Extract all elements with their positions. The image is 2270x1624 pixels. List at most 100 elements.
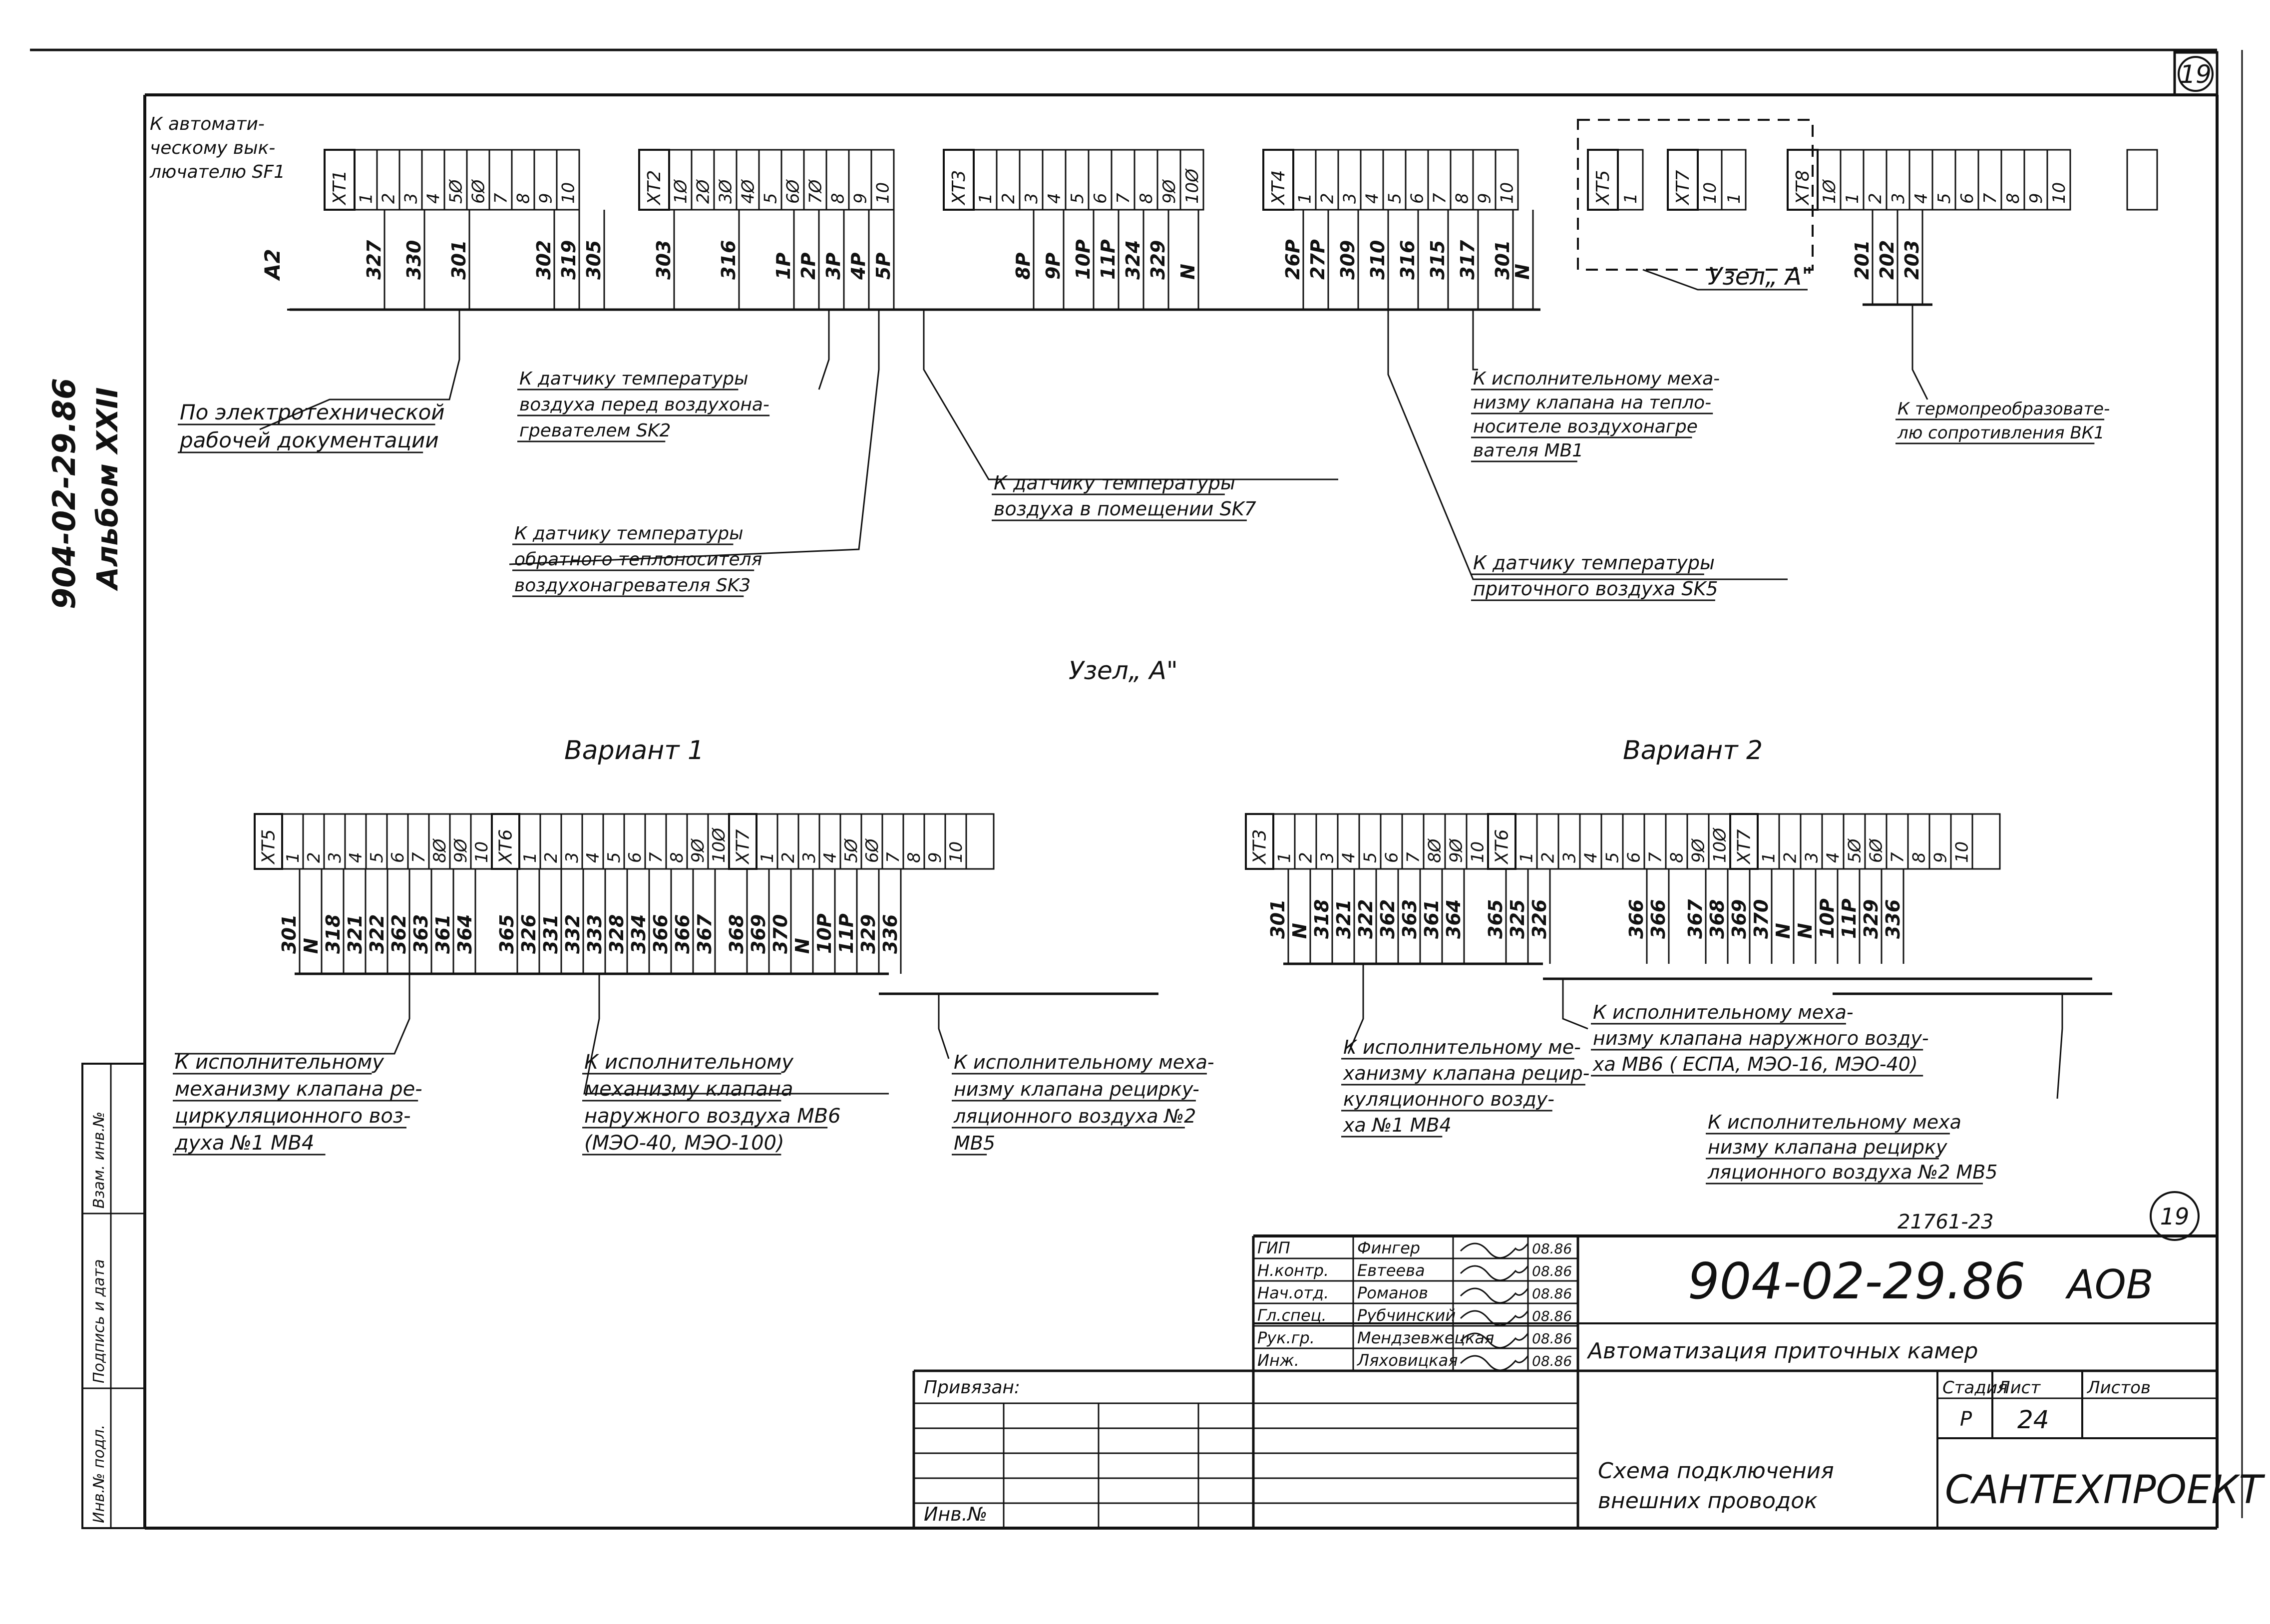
xt7-terminal-label: 10 xyxy=(1700,182,1720,204)
v1-wire-label: 301 xyxy=(278,914,300,954)
v2-wire-label: 362 xyxy=(1377,899,1399,939)
top-wires-a-wire-label: 305 xyxy=(583,240,605,280)
signature-scribble xyxy=(1460,1332,1529,1349)
archive-number: 21761-23 xyxy=(1897,1211,1994,1233)
v2-xt3-terminal-label: 3 xyxy=(1318,852,1338,863)
xt8-terminal-label: 1Ø xyxy=(1820,179,1840,204)
xt4-terminal-label: 9 xyxy=(1475,193,1495,204)
v1-wire-label: 10P xyxy=(813,913,835,954)
v1-xt5-terminal-label: 3 xyxy=(325,852,345,863)
top-wires-a-wire-label: 301 xyxy=(448,240,470,280)
v1-xt7-terminal-label: 10 xyxy=(946,841,966,863)
v2-wire-label: 325 xyxy=(1507,899,1528,939)
v1-wire-label: 11P xyxy=(835,913,857,954)
leader-sk7 xyxy=(923,310,1338,480)
v1-wire-label: N xyxy=(791,938,813,954)
xt2-terminal-label: 9 xyxy=(851,193,871,204)
top-wires-a-wire-label: 2P xyxy=(797,253,819,280)
v2-xt3-terminal-label: 9Ø xyxy=(1447,838,1467,863)
v2-xt7-terminal-label: 10 xyxy=(1952,841,1972,863)
top-wires-a-wire-label: 316 xyxy=(718,240,740,280)
v1-wire-label: 368 xyxy=(726,914,748,954)
v2-label-mb5-line: низму клапана рециркy xyxy=(1708,1136,1947,1158)
margin-stamp-label: Взам. инв.№ xyxy=(90,1112,108,1209)
v2-wire-label: 329 xyxy=(1860,899,1882,939)
top-wire-label: N xyxy=(1177,264,1199,280)
sheet-frame: 19 xyxy=(30,48,2243,1530)
v1-wire-label: 367 xyxy=(694,914,716,954)
v2-wire-label: 318 xyxy=(1311,899,1333,939)
xt5-terminal-label: 1 xyxy=(1621,193,1641,204)
xt5-id: XT5 xyxy=(1593,170,1613,206)
v2-wire-label: N xyxy=(1772,923,1794,939)
top-wire-label: 26P xyxy=(1282,239,1304,280)
signature-date: 08.86 xyxy=(1532,1308,1572,1324)
label-sk3-line: обратного теплоносителя xyxy=(514,549,762,570)
v2-wire-label: 326 xyxy=(1528,899,1550,939)
xt3-id: XT3 xyxy=(949,170,969,206)
v1-xt7-terminal-label: 4 xyxy=(820,852,840,863)
top-wire-label: 317 xyxy=(1457,240,1479,280)
signature-name: Романов xyxy=(1357,1283,1428,1302)
v1-label-mb4-line: механизму клапана ре- xyxy=(175,1078,422,1101)
v2-end-cell xyxy=(1971,813,2001,870)
v2-wire-label: 301 xyxy=(1267,899,1289,939)
v1-wire-label: 321 xyxy=(344,914,366,954)
v1-wire-label: 363 xyxy=(410,914,432,954)
top-wire-label: 8P xyxy=(1012,253,1034,280)
v2-xt3-terminal-label: 5 xyxy=(1361,852,1381,863)
v2-wire-label: 365 xyxy=(1485,899,1507,939)
top-wires-a-wire-label: 5P xyxy=(872,253,894,280)
v1-wire-label: 369 xyxy=(748,914,769,954)
signature-scribble xyxy=(1460,1265,1529,1281)
v1-label-mb4-line: циркуляционного воз- xyxy=(175,1105,411,1128)
xt1-terminal-label: 1 xyxy=(357,193,377,204)
v1-xt5-terminal-label: 10 xyxy=(472,841,492,863)
xt3-terminal-label: 3 xyxy=(1022,193,1042,204)
xt2-terminal-label: 7Ø xyxy=(806,179,826,204)
signature-name: Мендзевжецкая xyxy=(1357,1328,1494,1347)
v1-xt6-terminal-label: 9Ø xyxy=(688,838,708,863)
top-wires-a-wire-label: 327 xyxy=(363,240,385,280)
xt2-terminal-label: 5 xyxy=(761,193,781,204)
xt3-terminal-label: 8 xyxy=(1136,193,1156,204)
xt8-terminal-label: 8 xyxy=(2003,193,2023,204)
v2-wire-label: 11P xyxy=(1838,898,1860,939)
label-sk7-line: воздуха в помещении SK7 xyxy=(994,498,1256,520)
xt2-terminal-label: 6Ø xyxy=(783,179,803,204)
leader-sk3 xyxy=(509,310,880,565)
v2-label-mb6-line: К исполнительному меха- xyxy=(1593,1001,1854,1023)
v2-xt3-terminal-label: 10 xyxy=(1468,841,1488,863)
margin-stamp-label: Подпись и дата xyxy=(90,1259,108,1384)
v1-xt7-terminal-label: 8 xyxy=(904,852,924,863)
v2-xt3-terminal-label: 7 xyxy=(1404,852,1424,863)
leader-electro xyxy=(259,310,460,430)
v1-label-mb5-line: К исполнительному меха- xyxy=(954,1051,1214,1073)
xt8-terminal-label: 2 xyxy=(1866,193,1886,204)
v1-wire-label: 332 xyxy=(562,914,584,954)
v1-xt5-terminal-label: 9Ø xyxy=(451,838,471,863)
v1-label-mb6-line: механизму клапана xyxy=(584,1078,793,1101)
v1-xt7-terminal-label: 2 xyxy=(778,852,798,863)
leader-sk2 xyxy=(818,310,830,390)
xt2-terminal-label: 8 xyxy=(828,193,848,204)
v2-xt6-terminal-label: 5 xyxy=(1603,852,1623,863)
margin-doc-number: 904-02-29.86 xyxy=(46,378,82,609)
label-sk5-line: К датчику температуры xyxy=(1473,552,1715,574)
v2-xt3-terminal-label: 4 xyxy=(1339,852,1359,863)
top-wire-label: 329 xyxy=(1147,240,1169,280)
v2-xt3-terminal-label: 6 xyxy=(1382,852,1402,863)
v2-leader-mb6 xyxy=(1562,979,1588,1030)
xt8-terminal-label: 3 xyxy=(1889,193,1908,204)
v1-label-mb6-line: (МЭО-40, МЭО-100) xyxy=(584,1132,784,1155)
xt3-terminal-label: 4 xyxy=(1045,193,1065,204)
corner-box xyxy=(2173,51,2219,96)
